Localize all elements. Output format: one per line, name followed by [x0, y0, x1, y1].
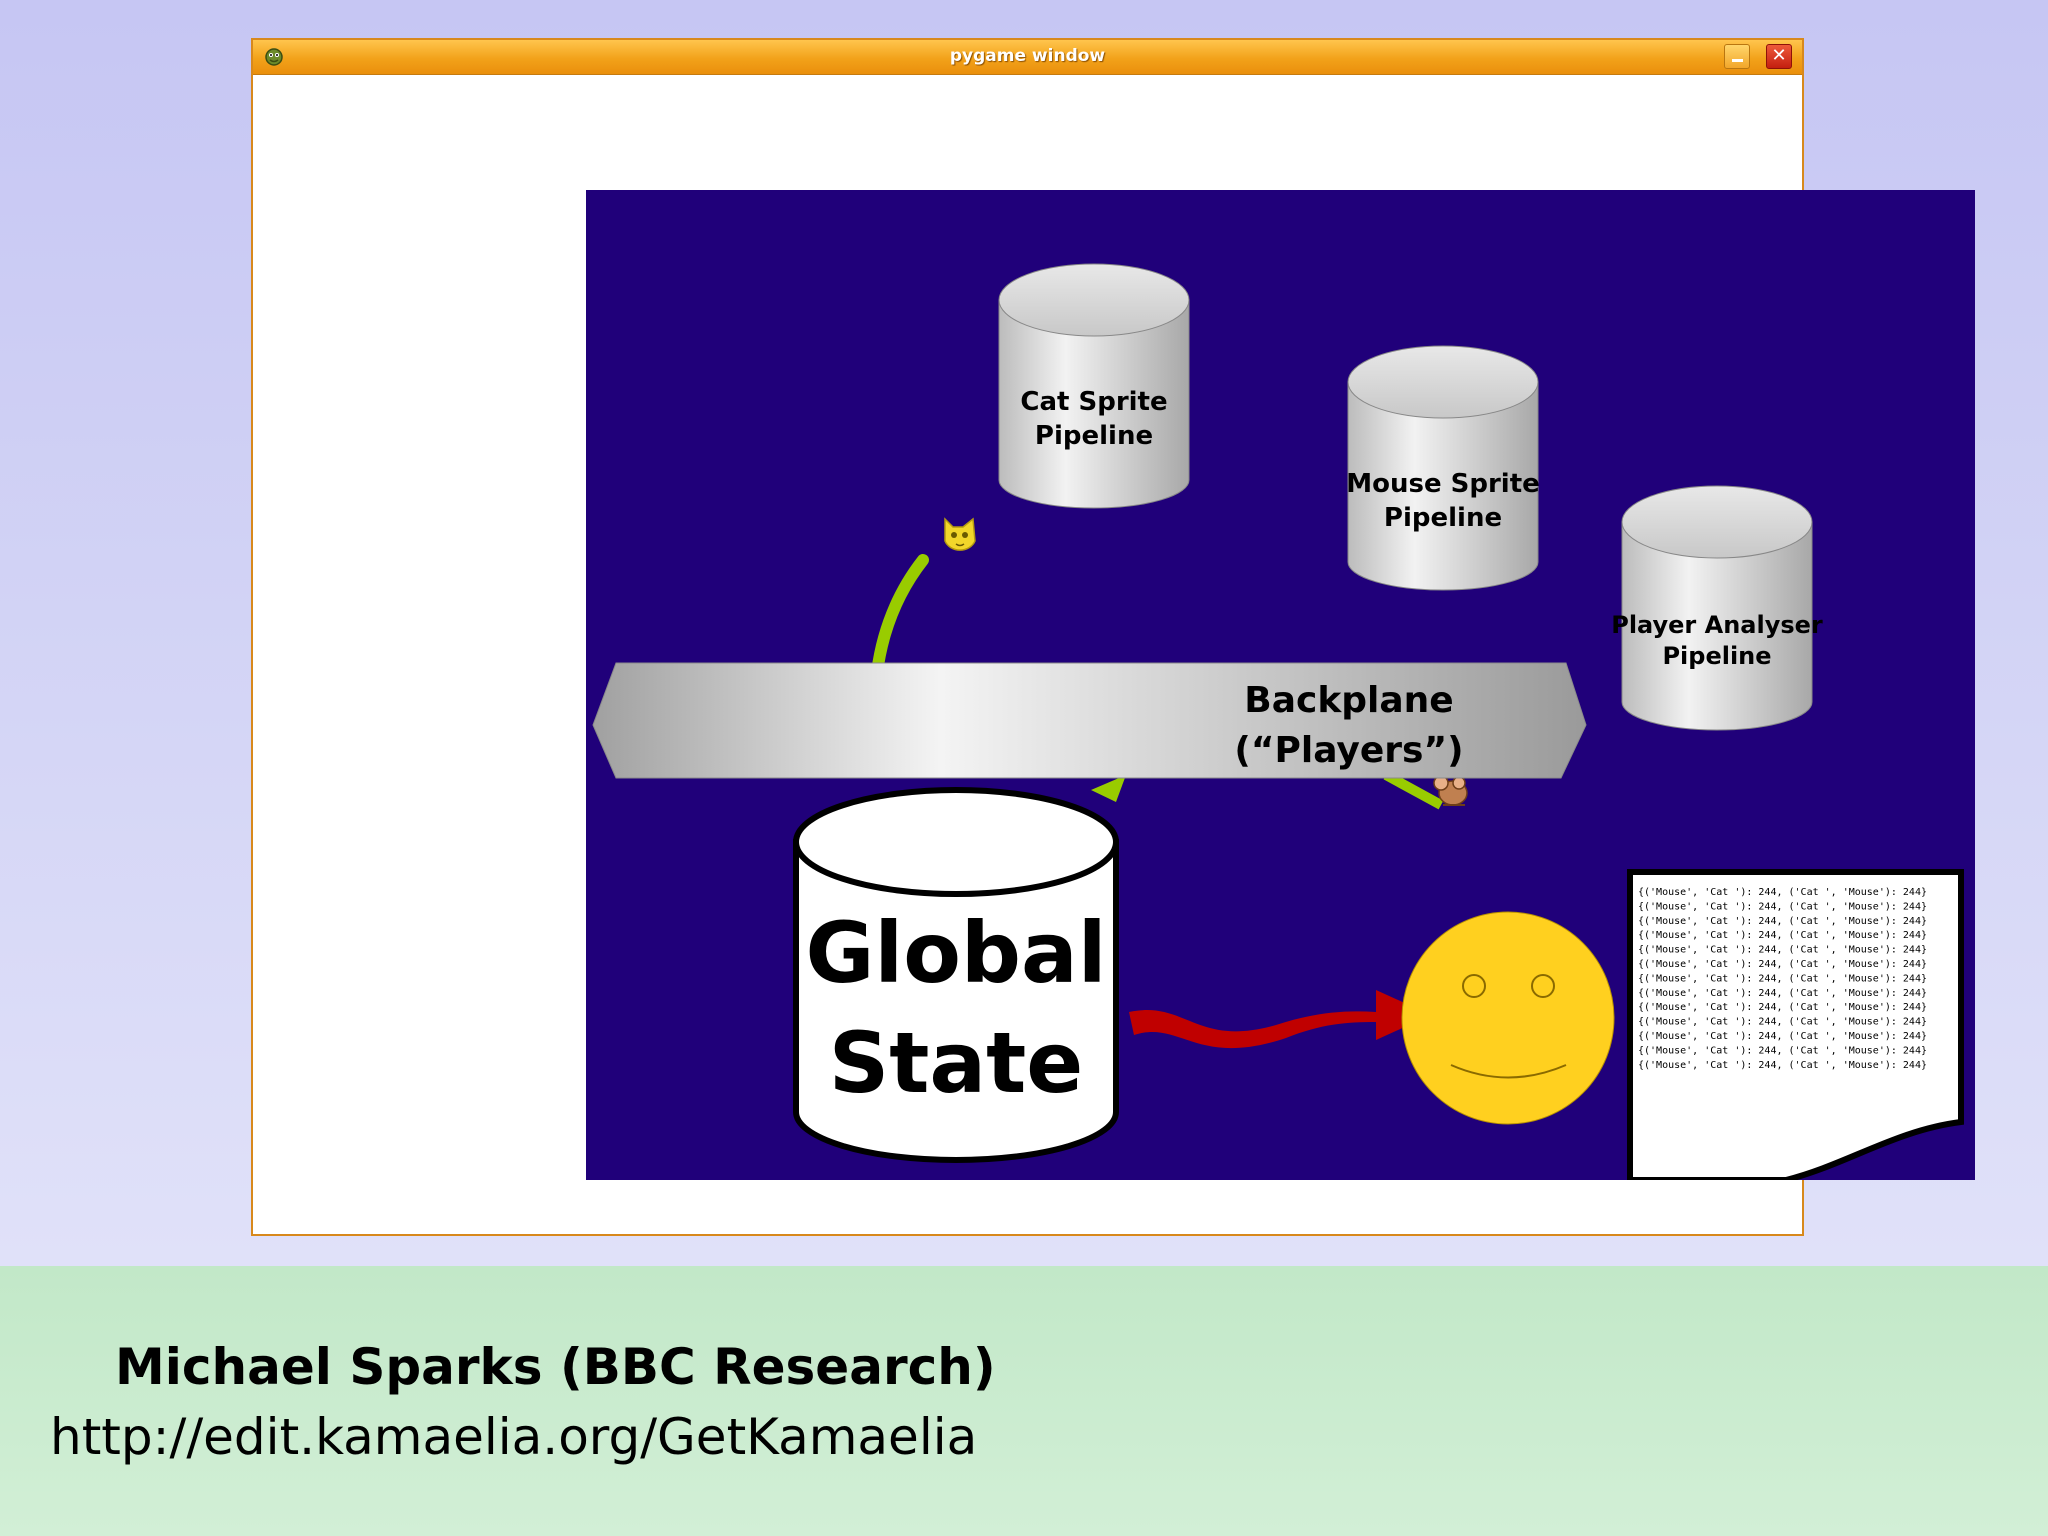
- backplane-label-1: Backplane: [1244, 680, 1453, 721]
- close-icon: ✕: [1771, 45, 1787, 66]
- log-line: {('Mouse', 'Cat '): 244, ('Cat ', 'Mouse…: [1638, 959, 1927, 970]
- backplane-label-2: (“Players”): [1234, 730, 1463, 771]
- diagram-svg: Cat Sprite Pipeline Mouse Sprite Pipelin…: [592, 263, 1964, 1180]
- credit-author: Michael Sparks (BBC Research): [115, 1338, 996, 1396]
- player-pipeline-label-1: Player Analyser: [1611, 611, 1823, 639]
- minimize-button[interactable]: [1724, 44, 1750, 69]
- cat-pipeline-label-1: Cat Sprite: [1020, 387, 1167, 417]
- cat-sprite-pipeline: Cat Sprite Pipeline: [998, 263, 1190, 509]
- cat-pipeline-label-2: Pipeline: [1035, 421, 1153, 451]
- global-state-cylinder: Global State: [793, 787, 1119, 1163]
- minimize-icon: [1732, 59, 1743, 62]
- smiley-face-icon: [1401, 911, 1615, 1125]
- green-arrow-stub-left: [1091, 775, 1126, 802]
- window-title: pygame window: [949, 46, 1106, 66]
- close-button[interactable]: ✕: [1766, 44, 1792, 69]
- mouse-pipeline-label-2: Pipeline: [1384, 503, 1502, 533]
- pygame-snake-icon[interactable]: [263, 45, 285, 67]
- global-state-label-2: State: [829, 1014, 1083, 1112]
- mouse-pipeline-label-1: Mouse Sprite: [1346, 469, 1540, 499]
- log-line: {('Mouse', 'Cat '): 244, ('Cat ', 'Mouse…: [1638, 1060, 1927, 1071]
- output-document: {('Mouse', 'Cat '): 244, ('Cat ', 'Mouse…: [1627, 869, 1964, 1180]
- log-line: {('Mouse', 'Cat '): 244, ('Cat ', 'Mouse…: [1638, 916, 1927, 927]
- mouse-sprite-pipeline: Mouse Sprite Pipeline: [1346, 345, 1540, 591]
- global-state-label-1: Global: [805, 904, 1106, 1002]
- log-line: {('Mouse', 'Cat '): 244, ('Cat ', 'Mouse…: [1638, 1031, 1927, 1042]
- player-pipeline-label-2: Pipeline: [1662, 642, 1771, 670]
- log-line: {('Mouse', 'Cat '): 244, ('Cat ', 'Mouse…: [1638, 945, 1927, 956]
- log-text-block: {('Mouse', 'Cat '): 244, ('Cat ', 'Mouse…: [1638, 887, 1927, 1071]
- log-line: {('Mouse', 'Cat '): 244, ('Cat ', 'Mouse…: [1638, 901, 1927, 912]
- player-analyser-pipeline: Player Analyser Pipeline: [1611, 485, 1823, 731]
- log-line: {('Mouse', 'Cat '): 244, ('Cat ', 'Mouse…: [1638, 930, 1927, 941]
- pygame-canvas[interactable]: Cat Sprite Pipeline Mouse Sprite Pipelin…: [586, 190, 1975, 1180]
- red-arrow: [1129, 990, 1431, 1049]
- log-line: {('Mouse', 'Cat '): 244, ('Cat ', 'Mouse…: [1638, 1045, 1927, 1056]
- log-line: {('Mouse', 'Cat '): 244, ('Cat ', 'Mouse…: [1638, 1017, 1927, 1028]
- log-line: {('Mouse', 'Cat '): 244, ('Cat ', 'Mouse…: [1638, 887, 1927, 898]
- pygame-window: pygame window ✕: [251, 38, 1975, 1236]
- log-line: {('Mouse', 'Cat '): 244, ('Cat ', 'Mouse…: [1638, 988, 1927, 999]
- backplane-banner: Backplane (“Players”): [592, 662, 1587, 779]
- green-arrow-stub-right: [1383, 770, 1444, 810]
- slide-footer-background: [0, 1266, 2048, 1536]
- log-line: {('Mouse', 'Cat '): 244, ('Cat ', 'Mouse…: [1638, 973, 1927, 984]
- credit-url[interactable]: http://edit.kamaelia.org/GetKamaelia: [50, 1408, 978, 1466]
- log-line: {('Mouse', 'Cat '): 244, ('Cat ', 'Mouse…: [1638, 1002, 1927, 1013]
- window-titlebar[interactable]: pygame window ✕: [253, 40, 1802, 75]
- cat-sprite-icon: [944, 517, 976, 551]
- mouse-sprite-icon: [1433, 775, 1468, 806]
